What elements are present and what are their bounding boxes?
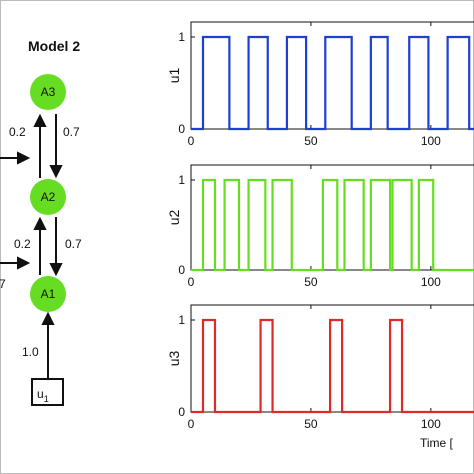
input-u1-rect (31, 378, 64, 406)
node-a1-circle (30, 276, 66, 312)
xtick-label-50: 50 (304, 134, 318, 148)
node-a2-circle (30, 179, 66, 215)
node-a3: A3 (30, 74, 66, 110)
chart-u2-frame (190, 164, 474, 271)
signal-line-u1 (191, 35, 474, 131)
xtick-label-100: 100 (421, 417, 441, 431)
xtick-label-100: 100 (421, 275, 441, 289)
diagram-title: Model 2 (28, 38, 80, 54)
node-a3-label: A3 (41, 85, 56, 99)
edge-label-left-a1-partial: 7 (0, 277, 6, 291)
ytick-label-0: 0 (178, 263, 185, 277)
arrowhead-a2-to-a1 (49, 263, 63, 277)
signal-line-u3 (191, 318, 474, 414)
chart-u2: 0 1 0 50 100 u2 (166, 164, 474, 289)
xtick-label-0: 0 (188, 275, 195, 289)
model-diagram: Model 2 A3 A2 A1 (0, 38, 82, 406)
y-axis-label-u1: u1 (166, 68, 182, 84)
signal-line-u2 (191, 178, 474, 272)
arrowhead-left-into-a1 (17, 256, 31, 270)
chart-u1-frame (190, 21, 474, 130)
xtick-label-50: 50 (304, 275, 318, 289)
node-a1-label: A1 (41, 287, 56, 301)
input-u1-box: u1 (31, 378, 64, 406)
node-a1: A1 (30, 276, 66, 312)
ytick-label-0: 0 (178, 122, 185, 136)
y-axis-label-u3: u3 (166, 351, 182, 367)
xtick-label-0: 0 (188, 134, 195, 148)
xtick-label-0: 0 (188, 417, 195, 431)
edge-label-a1-a2-up: 0.2 (14, 237, 31, 251)
arrowhead-u1-to-a1 (41, 311, 55, 325)
edge-label-a2-a3-up: 0.2 (9, 125, 26, 139)
node-a2: A2 (30, 179, 66, 215)
chart-u3: 0 1 0 50 100 u3 (166, 304, 474, 431)
edge-label-a2-a1-down: 0.7 (65, 237, 82, 251)
ytick-label-0: 0 (178, 405, 185, 419)
input-u1-subscript: 1 (44, 394, 49, 404)
y-axis-label-u2: u2 (166, 210, 182, 226)
arrowhead-left-into-a2 (17, 151, 31, 165)
edge-label-a3-a2-down: 0.7 (63, 125, 80, 139)
arrowhead-a2-to-a3 (33, 113, 47, 127)
signal-plots: 0 1 0 50 100 u1 0 1 0 50 100 u2 0 1 0 50 100 u3 (166, 21, 474, 431)
ytick-label-1: 1 (178, 30, 185, 44)
node-a3-circle (30, 74, 66, 110)
ytick-label-1: 1 (178, 173, 185, 187)
input-u1-label: u (37, 387, 44, 401)
xtick-label-100: 100 (421, 134, 441, 148)
ytick-label-1: 1 (178, 313, 185, 327)
x-axis-label: Time [ (420, 436, 454, 450)
edge-label-u1-a1: 1.0 (22, 345, 39, 359)
node-a2-label: A2 (41, 190, 56, 204)
arrowhead-a1-to-a2 (33, 216, 47, 230)
xtick-label-50: 50 (304, 417, 318, 431)
svg-text:u1: u1 (37, 387, 49, 404)
chart-u1: 0 1 0 50 100 u1 (166, 21, 474, 148)
chart-u3-frame (190, 304, 474, 413)
arrowhead-a3-to-a2 (49, 165, 63, 179)
